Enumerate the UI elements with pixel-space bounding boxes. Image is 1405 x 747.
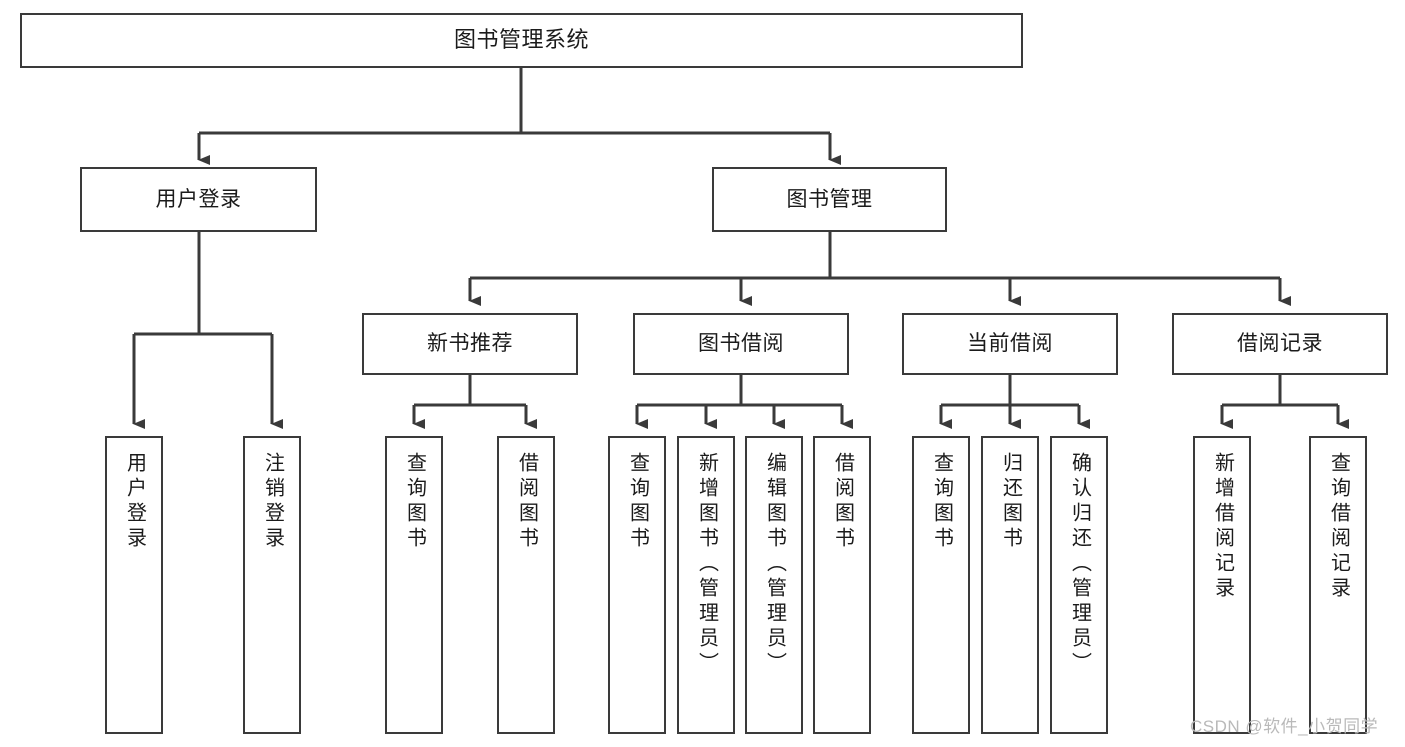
leaf-book-borrow-borrow[interactable]: 借阅图书: [813, 436, 871, 734]
node-label: 当前借阅: [967, 332, 1053, 356]
node-label: 图书管理: [786, 187, 873, 211]
node-label: 新增图书（管理员）: [695, 452, 718, 677]
node-new-book-recommend[interactable]: 新书推荐: [362, 313, 578, 375]
node-book-management[interactable]: 图书管理: [712, 167, 947, 232]
node-label: 查询图书: [626, 452, 649, 552]
leaf-book-borrow-add[interactable]: 新增图书（管理员）: [677, 436, 735, 734]
node-label: 用户登录: [123, 452, 146, 552]
node-label: 查询图书: [930, 452, 953, 552]
csdn-watermark: CSDN @软件_小贺同学: [1190, 717, 1379, 736]
node-label: 用户登录: [155, 187, 242, 211]
node-borrow-record[interactable]: 借阅记录: [1172, 313, 1388, 375]
node-label: 借阅图书: [515, 452, 538, 552]
node-current-borrow[interactable]: 当前借阅: [902, 313, 1118, 375]
leaf-current-borrow-return[interactable]: 归还图书: [981, 436, 1039, 734]
leaf-current-borrow-confirm-return[interactable]: 确认归还（管理员）: [1050, 436, 1108, 734]
leaf-book-borrow-query[interactable]: 查询图书: [608, 436, 666, 734]
node-label: 查询图书: [403, 452, 426, 552]
node-label: 借阅图书: [831, 452, 854, 552]
node-label: 借阅记录: [1237, 332, 1323, 356]
node-user-login[interactable]: 用户登录: [80, 167, 317, 232]
leaf-borrow-record-add[interactable]: 新增借阅记录: [1193, 436, 1251, 734]
node-label: 归还图书: [999, 452, 1022, 552]
leaf-borrow-record-query[interactable]: 查询借阅记录: [1309, 436, 1367, 734]
leaf-new-book-borrow[interactable]: 借阅图书: [497, 436, 555, 734]
leaf-new-book-query[interactable]: 查询图书: [385, 436, 443, 734]
node-root-system[interactable]: 图书管理系统: [20, 13, 1023, 68]
leaf-user-login-login[interactable]: 用户登录: [105, 436, 163, 734]
node-label: 图书管理系统: [453, 27, 589, 53]
node-label: 查询借阅记录: [1327, 452, 1350, 602]
node-label: 图书借阅: [698, 332, 784, 356]
leaf-current-borrow-query[interactable]: 查询图书: [912, 436, 970, 734]
leaf-user-login-logout[interactable]: 注销登录: [243, 436, 301, 734]
node-label: 新增借阅记录: [1211, 452, 1234, 602]
node-book-borrow[interactable]: 图书借阅: [633, 313, 849, 375]
node-label: 注销登录: [261, 452, 284, 552]
node-label: 编辑图书（管理员）: [763, 452, 786, 677]
node-label: 确认归还（管理员）: [1068, 452, 1091, 677]
node-label: 新书推荐: [427, 332, 513, 356]
leaf-book-borrow-edit[interactable]: 编辑图书（管理员）: [745, 436, 803, 734]
